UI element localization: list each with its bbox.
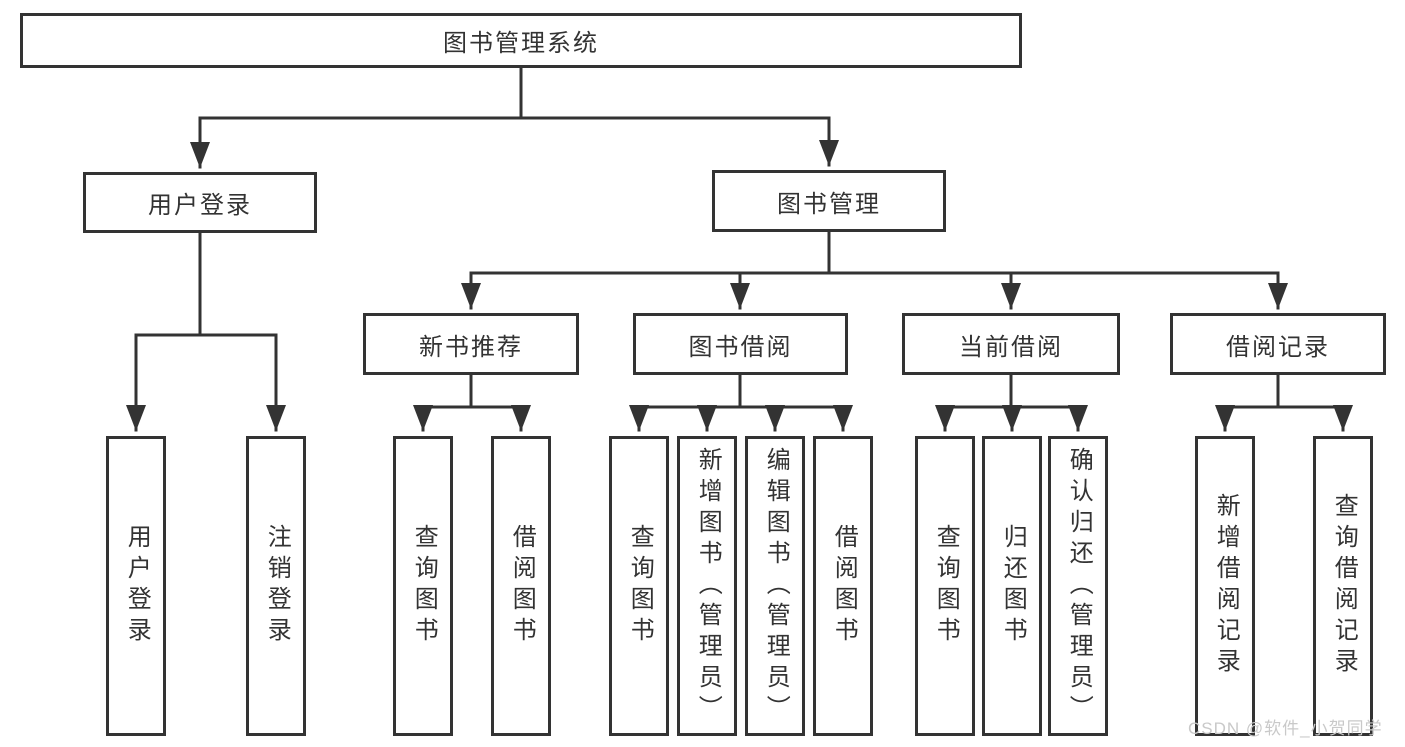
leaf-query-borrow-record-label: 查询借阅记录 (1330, 493, 1358, 679)
leaf-borrow-books-recommend: 借阅图书 (491, 436, 551, 736)
node-root-library-system: 图书管理系统 (20, 13, 1022, 68)
leaf-add-book-admin: 新增图书（管理员） (677, 436, 737, 736)
leaf-user-login: 用户登录 (106, 436, 166, 736)
csdn-watermark: CSDN @软件_小贺同学 (1188, 719, 1383, 738)
leaf-query-borrow-record: 查询借阅记录 (1313, 436, 1373, 736)
leaf-add-book-admin-label: 新增图书（管理员） (694, 446, 722, 726)
leaf-confirm-return-admin-label: 确认归还（管理员） (1065, 446, 1093, 726)
node-borrowing-records: 借阅记录 (1170, 313, 1386, 375)
leaf-query-books-recommend-label: 查询图书 (410, 524, 438, 648)
leaf-return-books-label: 归还图书 (999, 524, 1027, 648)
node-book-management-label: 图书管理 (777, 190, 881, 218)
leaf-confirm-return-admin: 确认归还（管理员） (1048, 436, 1108, 736)
node-new-book-recommend: 新书推荐 (363, 313, 579, 375)
leaf-edit-book-admin: 编辑图书（管理员） (745, 436, 805, 736)
node-new-book-recommend-label: 新书推荐 (419, 333, 523, 361)
leaf-return-books: 归还图书 (982, 436, 1042, 736)
node-book-borrowing-label: 图书借阅 (688, 333, 793, 361)
connector-user-login-children (126, 231, 286, 432)
leaf-logout: 注销登录 (246, 436, 306, 736)
connector-book-borrowing-children (629, 373, 853, 432)
leaf-query-books-borrowing: 查询图书 (609, 436, 669, 736)
connector-root-to-level2 (190, 66, 839, 169)
leaf-query-books-current-label: 查询图书 (932, 524, 960, 648)
node-user-login-label: 用户登录 (148, 192, 252, 219)
node-book-borrowing: 图书借阅 (633, 313, 848, 375)
leaf-logout-label: 注销登录 (263, 524, 291, 648)
connector-current-borrowing-children (935, 373, 1088, 432)
connector-new-book-recommend-children (413, 373, 531, 432)
node-current-borrowing-label: 当前借阅 (959, 333, 1063, 361)
connector-borrowing-records-children (1215, 373, 1353, 432)
leaf-add-borrow-record: 新增借阅记录 (1195, 436, 1255, 736)
connector-book-management-children (461, 230, 1288, 310)
node-user-login: 用户登录 (83, 172, 317, 233)
leaf-query-books-borrowing-label: 查询图书 (626, 524, 654, 648)
node-root-label: 图书管理系统 (443, 30, 599, 57)
leaf-query-books-current: 查询图书 (915, 436, 975, 736)
leaf-user-login-label: 用户登录 (123, 524, 151, 648)
leaf-borrow-books-borrowing: 借阅图书 (813, 436, 873, 736)
node-book-management: 图书管理 (712, 170, 946, 232)
leaf-borrow-books-borrowing-label: 借阅图书 (830, 524, 858, 648)
leaf-add-borrow-record-label: 新增借阅记录 (1212, 493, 1240, 679)
leaf-edit-book-admin-label: 编辑图书（管理员） (762, 446, 790, 726)
leaf-query-books-recommend: 查询图书 (393, 436, 453, 736)
node-borrowing-records-label: 借阅记录 (1226, 333, 1330, 361)
node-current-borrowing: 当前借阅 (902, 313, 1120, 375)
leaf-borrow-books-recommend-label: 借阅图书 (508, 524, 536, 648)
